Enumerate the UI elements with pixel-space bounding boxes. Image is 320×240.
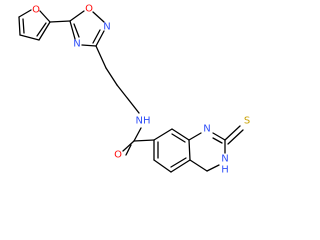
bond-c8-c8a [171,128,190,141]
quinazoline-n3-hydrogen-label: H [221,165,229,176]
bond-c3-ch2 [95,45,107,69]
bond-carbonyl-o-double [125,144,132,156]
bond-n1-c2-double [212,137,223,144]
bond-c8-c8a-double [171,133,186,143]
bonds [18,9,244,173]
bond-n3-c4 [206,164,220,172]
bond-furan-c4-c5-double [22,18,25,34]
oxadiazole-oxygen-label: O [85,4,93,15]
molecule-diagram: O O N N NH O N N H S [18,4,250,176]
thione-sulfur-label: S [244,116,250,127]
bond-furan-oxadiazole [49,20,71,23]
bond-oxa-o1-n2 [92,11,105,23]
bond-oxa-n2-c3-double [92,29,101,44]
molecule-canvas: O O N N NH O N N H S [18,3,251,176]
bond-c4-c4a [189,159,208,172]
bond-carbonyl-c7 [133,139,155,142]
bond-oxa-n2-c3 [95,30,105,47]
quinazoline-n3-label: N [221,154,228,165]
bond-c5-c6 [153,159,172,173]
bond-nh-carbonyl [133,127,142,142]
bond-furan-o-c2 [39,10,51,23]
bond-ch2-ch2 [105,67,118,86]
bond-oxa-c3-n4 [81,44,97,47]
bond-c2-s [224,125,241,141]
bond-furan-c2-c3-double [36,22,47,37]
furan-oxygen-label: O [32,5,40,16]
bond-furan-c4-c5 [18,16,21,36]
bond-carbonyl-o [122,140,135,152]
oxadiazole-n4-label: N [73,39,80,50]
bond-furan-c2-c3 [38,21,51,41]
bond-c8a-n1 [188,132,202,141]
bond-c4a-c5 [170,159,191,173]
oxadiazole-n2-label: N [103,22,110,33]
bond-furan-c5-o [18,9,32,18]
bond-oxa-n4-c5 [69,20,76,40]
bond-n1-c2 [212,132,226,141]
amide-oxygen-label: O [114,150,122,161]
bond-oxa-c5-o1 [69,10,85,22]
bond-c8a-c4a [188,139,191,161]
bond-c7-c8 [153,128,173,141]
bond-c2-s-double [227,129,244,145]
atom-labels: O O N N NH O N N H S [32,4,250,176]
quinazoline-n1-label: N [203,124,210,135]
amide-nh-label: NH [136,116,151,127]
bond-c4a-c5-double [170,157,187,168]
bond-oxa-n4-c5-double [73,23,80,38]
bond-furan-c3-c4 [19,34,40,41]
bond-ch2-nh [116,84,140,114]
